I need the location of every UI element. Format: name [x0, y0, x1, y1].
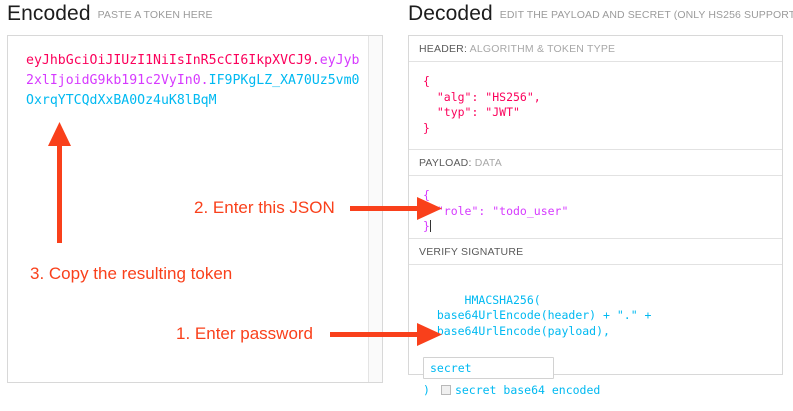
decoded-panel: HEADER: ALGORITHM & TOKEN TYPE { "alg": … — [408, 35, 783, 397]
secret-input[interactable] — [423, 356, 554, 379]
decoded-panel-heading: Decoded EDIT THE PAYLOAD AND SECRET (ONLY… — [408, 2, 793, 26]
secret-base64-label: secret base64 encoded — [454, 382, 601, 397]
hmac-line-3: base64UrlEncode(payload), — [423, 323, 610, 338]
annotation-step-2: 2. Enter this JSON — [194, 198, 335, 217]
secret-input-wrapper — [409, 356, 782, 379]
text-caret — [429, 220, 431, 232]
verify-label-strong: VERIFY SIGNATURE — [419, 246, 524, 258]
decoded-verify-section: VERIFY SIGNATURE HMACSHA256( base64UrlEn… — [409, 238, 782, 398]
encoded-title: Encoded — [7, 2, 91, 25]
payload-label-light: DATA — [474, 157, 502, 169]
decoded-header-section: HEADER: ALGORITHM & TOKEN TYPE { "alg": … — [409, 36, 782, 167]
annotation-step-3: 3. Copy the resulting token — [30, 264, 233, 283]
base64-encoded-row: ) secret base64 encoded — [409, 383, 782, 399]
secret-base64-checkbox[interactable] — [440, 385, 451, 396]
signature-formula: HMACSHA256( base64UrlEncode(header) + ".… — [409, 265, 782, 355]
header-label-light: ALGORITHM & TOKEN TYPE — [469, 43, 616, 55]
payload-json-text: { "role": "todo_user" } — [423, 188, 569, 233]
token-dot-separator-1: . — [311, 53, 320, 68]
closing-paren: ) — [423, 382, 430, 397]
encoded-subtitle: PASTE A TOKEN HERE — [97, 9, 213, 21]
token-payload-segment: eyJyb2xlIjoidG9kb191c2VyIn0 — [26, 53, 360, 88]
jwt-token-text[interactable]: eyJhbGciOiJIUzI1NiIsInR5cCI6IkpXVCJ9.eyJ… — [26, 51, 366, 111]
verify-section-label: VERIFY SIGNATURE — [409, 239, 782, 265]
hmac-line-2: base64UrlEncode(header) + "." + — [423, 308, 652, 322]
encoded-scrollbar[interactable] — [368, 36, 382, 382]
token-signature-segment: IF9PKgLZ_XA70Uz5vm0OxrqYTCQdXxBA0Oz4uK8l… — [26, 73, 360, 108]
header-label-strong: HEADER: — [419, 43, 468, 55]
annotation-step-1: 1. Enter password — [176, 324, 314, 343]
header-section-label: HEADER: ALGORITHM & TOKEN TYPE — [409, 36, 782, 62]
token-header-segment: eyJhbGciOiJIUzI1NiIsInR5cCI6IkpXVCJ9 — [26, 53, 312, 68]
decoded-title: Decoded — [408, 2, 493, 25]
encoded-panel-heading: Encoded PASTE A TOKEN HERE — [7, 2, 213, 26]
payload-section-label: PAYLOAD: DATA — [409, 150, 782, 176]
payload-label-strong: PAYLOAD: — [419, 157, 472, 169]
token-dot-separator-2: . — [200, 73, 209, 88]
hmac-line-1: HMACSHA256( — [464, 292, 541, 307]
decoded-subtitle: EDIT THE PAYLOAD AND SECRET (ONLY HS256 … — [499, 9, 793, 21]
